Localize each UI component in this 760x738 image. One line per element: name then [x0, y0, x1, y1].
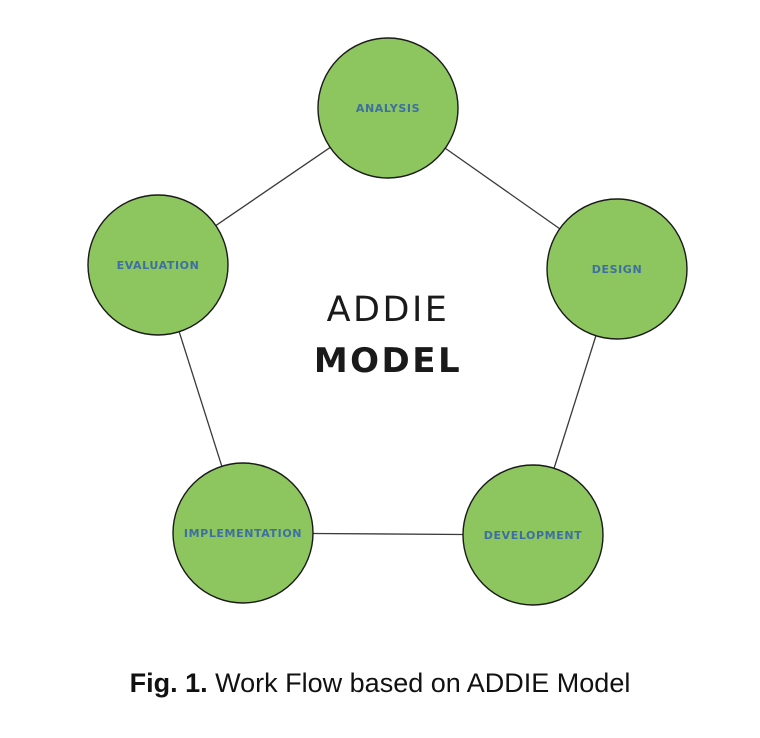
figure-caption-text: Work Flow based on ADDIE Model: [207, 668, 631, 698]
node-circle-design: [546, 198, 688, 340]
connector-design-development: [553, 335, 597, 469]
node-group: ANALYSIS DESIGN DEVELOPMENT IMPLEMENTATION E…: [87, 37, 688, 606]
node-analysis: ANALYSIS: [317, 37, 459, 179]
node-label-design: DESIGN: [592, 263, 643, 276]
connector-evaluation-analysis: [215, 146, 331, 227]
connector-implementation-evaluation: [178, 331, 223, 467]
node-circle-evaluation: [87, 194, 229, 336]
node-evaluation: EVALUATION: [87, 194, 229, 336]
node-development: DEVELOPMENT: [462, 464, 604, 606]
connector-development-implementation: [312, 532, 464, 536]
figure-caption: Fig. 1. Work Flow based on ADDIE Model: [0, 668, 760, 699]
node-circle-development: [462, 464, 604, 606]
node-circle-analysis: [317, 37, 459, 179]
center-title-line1: ADDIE: [327, 290, 450, 330]
node-design: DESIGN: [546, 198, 688, 340]
node-implementation: IMPLEMENTATION: [172, 462, 314, 604]
center-title-line2: MODEL: [314, 341, 462, 381]
figure-caption-label: Fig. 1.: [129, 668, 208, 698]
node-circle-implementation: [172, 462, 314, 604]
node-label-development: DEVELOPMENT: [484, 529, 582, 542]
connector-analysis-design: [444, 147, 561, 230]
node-label-implementation: IMPLEMENTATION: [184, 527, 302, 540]
connector-group: [178, 146, 597, 536]
node-label-analysis: ANALYSIS: [356, 102, 420, 115]
node-label-evaluation: EVALUATION: [117, 259, 200, 272]
